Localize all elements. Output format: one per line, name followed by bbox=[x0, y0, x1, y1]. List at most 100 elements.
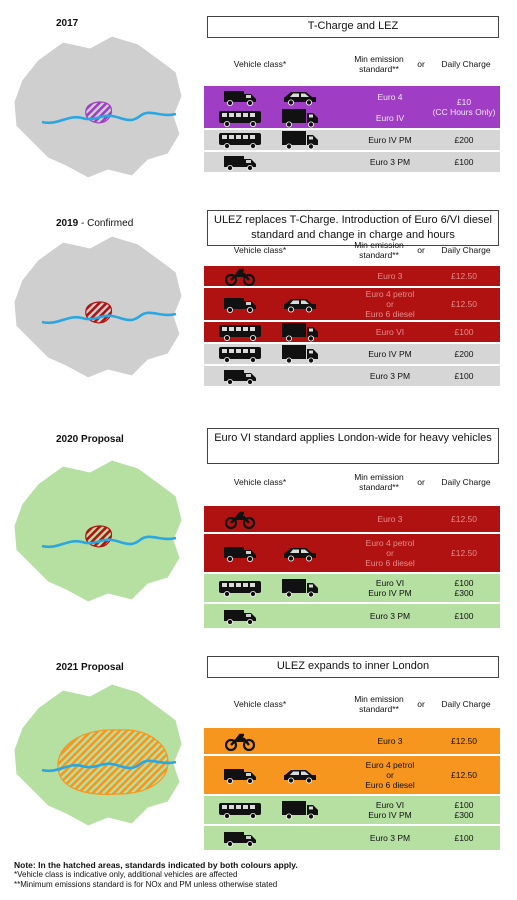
header-vehicle-class: Vehicle class* bbox=[233, 477, 287, 487]
vehicle-icons bbox=[210, 796, 330, 824]
emission-standard: Euro 3 PM bbox=[369, 833, 411, 843]
emission-standard: Euro VI bbox=[375, 800, 405, 810]
emission-standard: Euro VI bbox=[375, 327, 405, 337]
header-daily-charge: Daily Charge bbox=[441, 699, 491, 709]
table-row: Euro 3 PM£100 bbox=[204, 366, 500, 388]
table-row: Euro 3£12.50 bbox=[204, 506, 500, 534]
table-row: Euro IV PM £200 bbox=[204, 130, 500, 152]
year-label: 2021 Proposal bbox=[56, 662, 124, 673]
emission-standard: or bbox=[386, 299, 394, 309]
bus-icon bbox=[210, 801, 270, 819]
emission-standard: Euro 4 petrol bbox=[365, 289, 415, 299]
table-row: Euro 3 PM£100 bbox=[204, 152, 500, 174]
daily-charge: £100 bbox=[454, 578, 474, 588]
london-map bbox=[13, 683, 183, 827]
daily-charge: £12.50 bbox=[451, 299, 477, 309]
daily-charge: £12.50 bbox=[451, 271, 477, 281]
emission-standard: Euro 4 bbox=[377, 91, 403, 102]
vehicle-icons bbox=[210, 366, 270, 386]
year-label: 2019 - Confirmed bbox=[56, 218, 134, 229]
vehicle-icons bbox=[210, 506, 270, 532]
van-icon bbox=[210, 153, 270, 171]
vehicle-icons bbox=[210, 344, 330, 364]
emission-standard: Euro 3 PM bbox=[369, 157, 411, 167]
bus-icon bbox=[210, 345, 270, 363]
car-icon bbox=[270, 544, 330, 562]
emission-standard: Euro 4 petrol bbox=[365, 538, 415, 548]
map-container bbox=[8, 454, 188, 609]
map-container bbox=[8, 30, 188, 185]
map-container bbox=[8, 230, 188, 385]
vehicle-icons bbox=[210, 574, 330, 602]
emission-standard: Euro 4 petrol bbox=[365, 760, 415, 770]
section-title: Euro VI standard applies London-wide for… bbox=[207, 428, 499, 464]
emission-standard: Euro 3 bbox=[377, 736, 403, 746]
van-icon bbox=[210, 295, 270, 313]
truck-icon bbox=[270, 108, 330, 128]
daily-charge: £100 bbox=[454, 800, 474, 810]
emission-standard: Euro IV bbox=[375, 112, 405, 123]
emission-standard: Euro VI bbox=[375, 578, 405, 588]
daily-charge: £12.50 bbox=[451, 548, 477, 558]
daily-charge: £100 bbox=[454, 833, 474, 843]
daily-charge: £100 bbox=[454, 327, 474, 337]
daily-charge: (CC Hours Only) bbox=[432, 107, 496, 117]
year-label: 2020 Proposal bbox=[56, 434, 124, 445]
table-row: Euro VI £100 bbox=[204, 322, 500, 344]
note-vehicle-class: *Vehicle class is indicative only, addit… bbox=[14, 870, 238, 879]
car-icon bbox=[270, 766, 330, 784]
map-container bbox=[8, 678, 188, 833]
car-icon bbox=[270, 88, 330, 106]
daily-charge: £300 bbox=[454, 588, 474, 598]
vehicle-icons bbox=[210, 604, 270, 628]
table-row: Euro 4 Euro IV £10(CC Hours Only) bbox=[204, 86, 500, 130]
van-icon bbox=[210, 367, 270, 385]
emission-standard: Euro IV PM bbox=[368, 810, 412, 820]
truck-icon bbox=[270, 130, 330, 150]
emission-standard: Euro 6 diesel bbox=[365, 558, 415, 568]
motorcycle-icon bbox=[210, 731, 270, 751]
van-icon bbox=[210, 766, 270, 784]
motorcycle-icon bbox=[210, 266, 270, 286]
section-title: ULEZ expands to inner London bbox=[207, 656, 499, 678]
daily-charge: £200 bbox=[454, 135, 474, 145]
van-icon bbox=[210, 544, 270, 562]
section-2: 2020 Proposal Euro VI standard applies Lo… bbox=[0, 420, 517, 630]
daily-charge: £12.50 bbox=[451, 770, 477, 780]
emission-standard: or bbox=[386, 548, 394, 558]
emission-standard: Euro 3 bbox=[377, 271, 403, 281]
bus-icon bbox=[210, 579, 270, 597]
car-icon bbox=[270, 295, 330, 313]
table-row: Euro 3 PM£100 bbox=[204, 604, 500, 630]
vehicle-icons bbox=[210, 322, 330, 342]
vehicle-icons bbox=[210, 130, 330, 150]
london-map bbox=[13, 459, 183, 603]
table-row: Euro IV PM £200 bbox=[204, 344, 500, 366]
header-vehicle-class: Vehicle class* bbox=[233, 245, 287, 255]
header-min-emission: Min emission standard** bbox=[354, 694, 404, 714]
vehicle-icons bbox=[210, 728, 270, 754]
truck-icon bbox=[270, 578, 330, 598]
bus-icon bbox=[210, 131, 270, 149]
daily-charge: £10 bbox=[456, 97, 472, 107]
daily-charge: £12.50 bbox=[451, 736, 477, 746]
emission-standard: Euro IV PM bbox=[368, 349, 412, 359]
vehicle-icons bbox=[210, 152, 270, 172]
daily-charge: £200 bbox=[454, 349, 474, 359]
year-label: 2017 bbox=[56, 18, 79, 29]
notes: Note: In the hatched areas, standards in… bbox=[14, 860, 514, 890]
header-or: or bbox=[417, 477, 425, 487]
header-daily-charge: Daily Charge bbox=[441, 59, 491, 69]
van-icon bbox=[210, 829, 270, 847]
emission-standard: Euro IV PM bbox=[368, 135, 412, 145]
header-vehicle-class: Vehicle class* bbox=[233, 59, 287, 69]
vehicle-icons bbox=[210, 756, 330, 794]
vehicle-icons bbox=[210, 534, 330, 572]
header-daily-charge: Daily Charge bbox=[441, 245, 491, 255]
emission-standard: or bbox=[386, 770, 394, 780]
header-vehicle-class: Vehicle class* bbox=[233, 699, 287, 709]
